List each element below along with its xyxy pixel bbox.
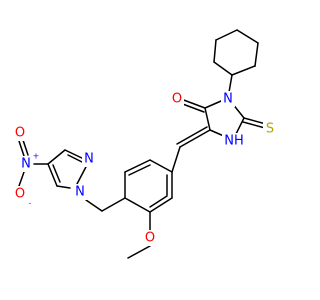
atom-nh-ring1: NH — [222, 133, 246, 149]
atom-label-layer: O N NH S N N N + O — [13, 91, 277, 246]
bond-cy-1 — [213, 61, 233, 76]
bond-nitro-o-down — [18, 171, 25, 187]
atom-o-nitro-down-charge: - — [29, 199, 32, 208]
atom-o-nitro-up: O — [13, 125, 27, 141]
atom-n-ring3: N — [221, 91, 235, 107]
bond-cy-6 — [231, 65, 256, 76]
atom-n-nitro-charge: + — [33, 152, 40, 161]
bond-pz-5 — [56, 185, 71, 189]
bond-cy-3 — [215, 29, 238, 41]
bond-pz-4b — [52, 164, 61, 183]
bond-ar-d2 — [149, 195, 168, 208]
atom-nh-ring1-label: NH — [224, 134, 244, 149]
bond-cy-5 — [254, 42, 259, 67]
bond-c5-ch-b — [176, 126, 208, 145]
atom-o-carbonyl-label: O — [172, 92, 182, 107]
bond-ch-ar — [171, 146, 181, 173]
bond-ar-5 — [149, 197, 173, 213]
bond-nitro-o-up-b — [22, 139, 29, 156]
atom-o-nitro-down-label: O — [15, 187, 25, 202]
bond-c4-o-a — [180, 98, 206, 109]
bond-cy-4 — [236, 29, 259, 44]
bond-ar-ch2 — [101, 197, 126, 212]
atom-n-pyrazole-2-label: N — [84, 152, 94, 167]
structure-canvas: O N NH S N N N + O — [13, 29, 277, 259]
atom-n-pyrazole-1-label: N — [75, 185, 85, 200]
atom-n-nitro-label: N — [21, 157, 31, 172]
bond-cy-2 — [213, 39, 217, 63]
atom-s-thione: S — [263, 121, 277, 137]
bond-ar-d1 — [128, 164, 151, 176]
atom-n-ring3-label: N — [223, 92, 233, 107]
atom-o-methoxy-label: O — [145, 231, 155, 246]
bond-ar-2 — [124, 159, 151, 173]
bond-ome-ch3 — [127, 245, 151, 259]
bond-pz-4 — [47, 163, 58, 187]
atom-n-pyrazole-2: N — [82, 151, 96, 167]
atom-o-methoxy: O — [143, 230, 157, 246]
bond-pz-3 — [47, 149, 66, 165]
atom-n-pyrazole-1: N — [73, 184, 87, 200]
atom-o-carbonyl: O — [170, 91, 184, 107]
atom-s-thione-label: S — [266, 122, 274, 137]
bond-c2-s-a — [243, 117, 267, 125]
bond-ar-4 — [124, 197, 151, 213]
molecule-diagram: O N NH S N N N + O — [13, 29, 277, 259]
atom-n-nitro: N + — [19, 152, 40, 172]
bond-c2-s-b — [242, 121, 266, 129]
bond-ar-1 — [149, 159, 173, 173]
bond-c5-ch-a — [179, 129, 211, 148]
bond-nitro-o-up — [18, 140, 25, 157]
bond-ch2-npz — [85, 199, 103, 212]
atom-o-nitro-up-label: O — [15, 126, 25, 141]
atom-o-nitro-down: O - — [13, 186, 32, 208]
bond-c4-c5 — [204, 107, 211, 131]
